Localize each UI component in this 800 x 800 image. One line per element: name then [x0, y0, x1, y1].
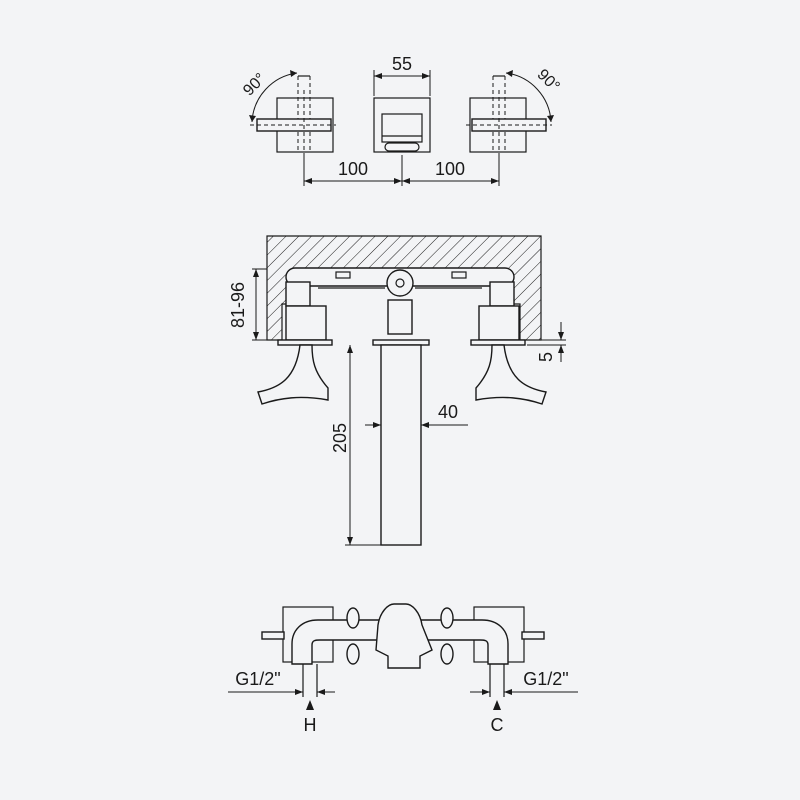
- hot-arrow-icon: [306, 700, 314, 710]
- spout-width-label: 55: [392, 54, 412, 74]
- diverter-body: [386, 269, 414, 297]
- supply-pipe: [291, 619, 509, 665]
- hot-label: H: [304, 715, 317, 735]
- top-view: 90° 55 90°: [240, 54, 563, 186]
- inlet-left-label: G1/2": [235, 669, 280, 689]
- angle-left-label: 90°: [240, 70, 269, 99]
- left-valve-top: 90°: [240, 70, 336, 160]
- right-valve-top: 90°: [466, 66, 563, 160]
- spacing-left-label: 100: [338, 159, 368, 179]
- spacing-right-label: 100: [435, 159, 465, 179]
- right-valve-body: [478, 305, 520, 341]
- spout-front: [380, 344, 422, 546]
- internal-pipe: [285, 267, 515, 335]
- flange-thickness-label: 5: [536, 352, 556, 362]
- left-handle-front: [257, 344, 329, 405]
- angle-right-label: 90°: [534, 66, 563, 95]
- spacing-dimension: 100 100: [303, 155, 500, 186]
- left-stub: [261, 631, 285, 640]
- spout-length-label: 205: [330, 423, 350, 453]
- inlet-right-label: G1/2": [523, 669, 568, 689]
- wall-depth-label: 81-96: [228, 282, 248, 328]
- diverter-bottom: [375, 603, 433, 669]
- bottom-view: G1/2" G1/2" H C: [228, 603, 578, 735]
- left-valve-body: [285, 305, 327, 341]
- cold-label: C: [491, 715, 504, 735]
- right-handle-front: [475, 344, 547, 405]
- right-stub: [521, 631, 545, 640]
- cold-arrow-icon: [493, 700, 501, 710]
- right-flange: [470, 339, 526, 346]
- spout-top: 55: [373, 54, 431, 153]
- spout-flange: [372, 339, 430, 346]
- spout-width-front-label: 40: [438, 402, 458, 422]
- left-flange: [277, 339, 333, 346]
- front-view: 81-96 5 205 40: [228, 235, 566, 546]
